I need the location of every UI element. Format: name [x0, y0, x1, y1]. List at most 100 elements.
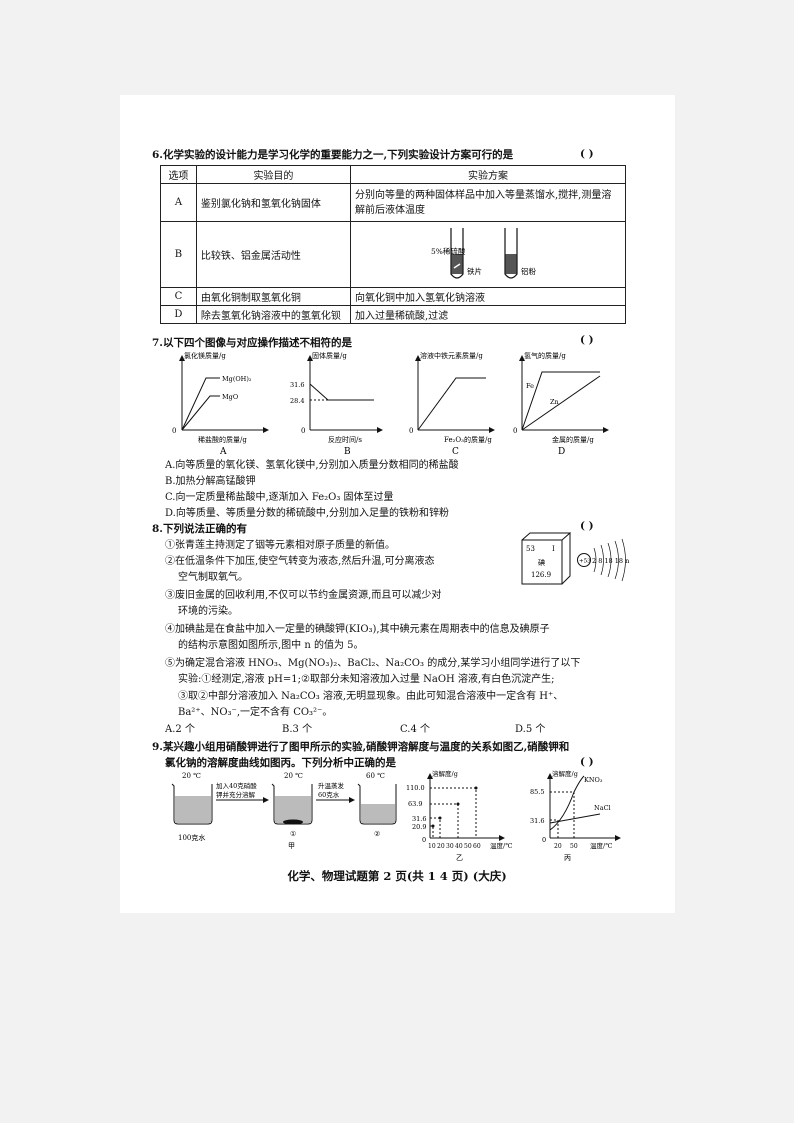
element-symbol: I — [552, 545, 555, 553]
step2-label: 升温蒸发 — [318, 781, 345, 790]
row-purpose: 鉴别氯化钠和氢氧化钠固体 — [195, 183, 352, 222]
graph-d-letter: D — [558, 447, 565, 457]
row-plan: 加入过量稀硫酸,过滤 — [350, 305, 626, 324]
origin-label: 0 — [513, 427, 517, 435]
data-point — [456, 802, 460, 806]
step2b-label: 60克水 — [318, 790, 340, 799]
tick-28-4: 28.4 — [290, 397, 304, 405]
row-option: C — [160, 287, 197, 306]
graph-a-xlabel: 稀盐酸的质量/g — [198, 435, 247, 444]
curve-nacl — [549, 813, 601, 824]
series-fe — [521, 371, 600, 431]
q8-item: ①张青莲主持测定了铟等元素相对原子质量的新值。 — [165, 540, 395, 551]
q8-stem: 8.下列说法正确的有 — [152, 523, 247, 535]
graph-d: 0 氢气的质量/g 金属的质量/g D Fe Zn — [513, 351, 609, 457]
electron-shells: 2 8 18 18 n — [592, 557, 629, 565]
acid-label: 5%稀硫酸 — [431, 246, 466, 256]
row-option: A — [160, 183, 197, 222]
data-point — [438, 816, 442, 820]
graph-c: 0 溶液中铁元素质量/g Fe₂O₃的质量/g C — [409, 351, 495, 457]
q8-item: 环境的污染。 — [178, 606, 238, 617]
iron-strip — [453, 262, 461, 269]
atomic-mass: 126.9 — [531, 571, 551, 579]
series-mgo — [181, 395, 220, 431]
series-solid-mass — [309, 383, 374, 401]
q8-choice-d: D.5 个 — [515, 724, 546, 735]
series-label-kno3: KNO₃ — [584, 776, 603, 784]
series-label-mgoh2: Mg(OH)₂ — [222, 375, 252, 383]
element-cell: 53 I 碘 126.9 — [521, 532, 572, 585]
series-zn — [521, 375, 601, 431]
q8-choice-c: C.4 个 — [400, 724, 431, 735]
test-tubes-figure: 5%稀硫酸 铁片 铝粉 — [431, 227, 536, 279]
figure-yi: 溶解度/g 温度/℃ 0 110.0 63.9 31.6 20.9 10 20 … — [406, 770, 512, 862]
origin-label: 0 — [301, 427, 305, 435]
series-label-fe: Fe — [526, 382, 534, 390]
q6-table-header: 选项 实验目的 实验方案 — [160, 165, 626, 184]
origin-label: 0 — [422, 836, 426, 844]
q6-table: 选项 实验目的 实验方案 A 鉴别氯化钠和氢氧化钠固体 分别向等量的两种固体样品… — [160, 165, 626, 324]
origin-label: 0 — [172, 427, 176, 435]
q6-stem: 6.化学实验的设计能力是学习化学的重要能力之一,下列实验设计方案可行的是 — [152, 149, 514, 161]
curve-kno3 — [549, 775, 585, 831]
q7-option-a: A.向等质量的氧化镁、氢氧化镁中,分别加入质量分数相同的稀盐酸 — [165, 460, 459, 471]
row-purpose: 除去氢氧化钠溶液中的氢氧化钡 — [195, 305, 352, 324]
step1b-label: 钾并充分溶解 — [216, 790, 256, 799]
q9-stem-line1: 9.某兴趣小组用硝酸钾进行了图甲所示的实验,硝酸钾溶解度与温度的关系如图乙,硝酸… — [152, 741, 570, 753]
graph-a-letter: A — [219, 447, 227, 457]
acid-liquid — [505, 253, 517, 274]
graph-c-ylabel: 溶液中铁元素质量/g — [420, 351, 483, 360]
q7-option-b: B.加热分解高锰酸钾 — [165, 476, 256, 487]
caption-jia: 甲 — [288, 842, 295, 850]
header-option: 选项 — [160, 165, 197, 184]
data-point — [474, 786, 478, 790]
q7-option-d: D.向等质量、等质量分数的稀硫酸中,分别加入足量的铁粉和锌粉 — [165, 508, 450, 519]
atom-structure: +53 2 8 18 18 n — [577, 538, 629, 582]
q8-item: 的结构示意图如图所示,图中 n 的值为 5。 — [178, 640, 364, 651]
q8-item: Ba²⁺、NO₃⁻,一定不含有 CO₃²⁻。 — [178, 707, 333, 718]
graph-a: 0 氯化镁质量/g 稀盐酸的质量/g A Mg(OH)₂ MgO — [172, 351, 269, 457]
graph-c-letter: C — [452, 447, 459, 457]
figure-jia: 20 ℃ 100克水 加入40克硝酸 钾并充分溶解 20 ℃ ① 甲 升温蒸发 … — [171, 772, 397, 850]
xtick: 30 — [446, 843, 454, 850]
row-plan: 分别向等量的两种固体样品中加入等量蒸馏水,搅拌,测量溶解前后液体温度 — [350, 183, 626, 222]
undissolved-solid — [283, 819, 303, 825]
graph-a-ylabel: 氯化镁质量/g — [184, 351, 226, 360]
beaker-label-1: ① — [290, 830, 296, 838]
q6-answer-paren: ( ) — [580, 148, 594, 160]
xtick: 10 — [428, 843, 436, 850]
nucleus-charge: +53 — [579, 559, 591, 565]
graph-d-xlabel: 金属的质量/g — [552, 435, 594, 444]
xtick: 60 — [473, 843, 481, 850]
acid-liquid — [451, 253, 463, 274]
water-label: 100克水 — [178, 833, 205, 842]
aluminum-label: 铝粉 — [521, 266, 536, 276]
tick-31-6: 31.6 — [290, 381, 304, 389]
q8-choice-b: B.3 个 — [282, 724, 313, 735]
header-plan: 实验方案 — [350, 165, 626, 184]
ytick-31-6: 31.6 — [530, 817, 544, 825]
q8-choice-a: A.2 个 — [165, 724, 195, 735]
q8-item: 空气制取氧气。 — [178, 572, 248, 583]
bing-xlabel: 温度/℃ — [590, 841, 612, 850]
q9-stem-line2: 氯化钠的溶解度曲线如图丙。下列分析中正确的是 — [165, 757, 396, 769]
row-option: B — [160, 221, 197, 288]
row-plan-figure: 5%稀硫酸 铁片 铝粉 — [350, 221, 626, 288]
xtick-50: 50 — [570, 843, 578, 850]
table-row: A 鉴别氯化钠和氢氧化钠固体 分别向等量的两种固体样品中加入等量蒸馏水,搅拌,测… — [160, 183, 626, 222]
origin-label: 0 — [409, 427, 413, 435]
beaker-3 — [357, 783, 397, 825]
ytick-63-9: 63.9 — [408, 800, 422, 808]
element-name: 碘 — [538, 558, 545, 567]
q7-option-c: C.向一定质量稀盐酸中,逐渐加入 Fe₂O₃ 固体至过量 — [165, 492, 394, 503]
atomic-number: 53 — [526, 545, 535, 553]
xtick-20: 20 — [554, 843, 562, 850]
page-footer: 化学、物理试题第 2 页(共 1 4 页) (大庆) — [287, 869, 507, 883]
series-label-mgo: MgO — [222, 393, 238, 401]
ytick-20-9: 20.9 — [412, 823, 426, 831]
graph-b: 0 固体质量/g 反应时间/s B 31.6 28.4 — [290, 351, 383, 457]
origin-label: 0 — [542, 836, 546, 844]
temp-label-1: 20 ℃ — [182, 772, 201, 780]
row-option: D — [160, 305, 197, 324]
series-label-nacl: NaCl — [594, 804, 611, 812]
